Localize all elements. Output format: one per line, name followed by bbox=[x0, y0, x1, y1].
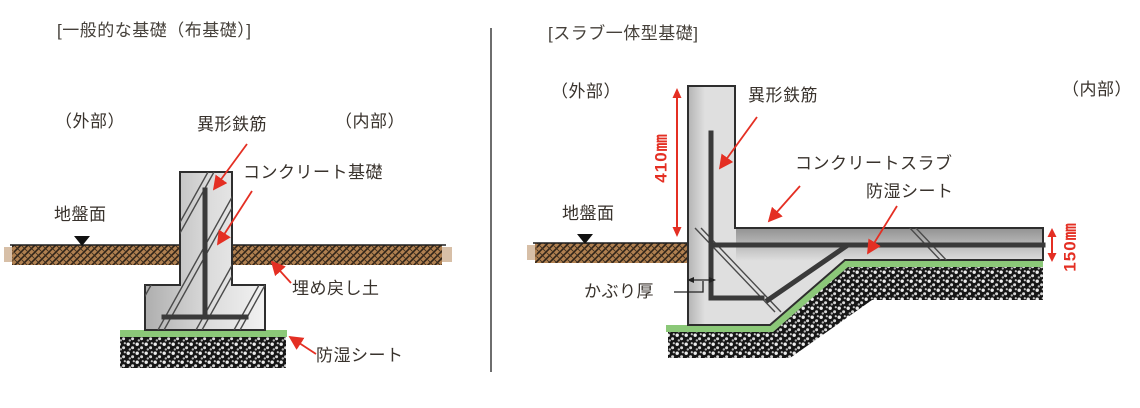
ground-level-marker bbox=[577, 234, 593, 244]
right-interior-label: （内部） bbox=[1062, 80, 1132, 99]
left-interior-label: （内部） bbox=[335, 112, 405, 131]
right-panel-title: [スラブ一体型基礎] bbox=[548, 24, 699, 43]
right-cover-label: かぶり厚 bbox=[584, 282, 654, 301]
ground-tail bbox=[527, 245, 537, 260]
left-ground-label: 地盤面 bbox=[54, 205, 107, 224]
concrete-slab-shape bbox=[687, 85, 1044, 326]
slab-thickness-dimension-text: 150㎜ bbox=[1060, 222, 1080, 272]
ground-hatch-right bbox=[535, 243, 688, 263]
sheet-arrow bbox=[867, 205, 898, 255]
concrete-arrow bbox=[217, 190, 253, 246]
left-sheet-label: 防湿シート bbox=[316, 346, 404, 365]
slab-arrow bbox=[767, 185, 801, 223]
right-exterior-label: （外部） bbox=[551, 82, 621, 101]
right-slab-label: コンクリートスラブ bbox=[795, 154, 953, 173]
right-slab-foundation-drawing bbox=[527, 85, 1057, 358]
gravel-bed-shape bbox=[120, 337, 286, 368]
right-sheet-label: 防湿シート bbox=[866, 182, 954, 201]
ground-tail-left bbox=[4, 247, 14, 262]
gravel-bed-shape bbox=[668, 267, 1043, 358]
left-concrete-label: コンクリート基礎 bbox=[243, 163, 383, 182]
cover-thickness-callout bbox=[674, 277, 716, 293]
dimension-slab-thickness bbox=[1047, 228, 1057, 262]
wall-height-dimension-text: 410㎜ bbox=[651, 133, 671, 183]
left-backfill-label: 埋め戻し土 bbox=[292, 279, 380, 298]
annotation-arrows-right bbox=[718, 116, 898, 255]
dimension-wall-height bbox=[672, 88, 682, 237]
left-exterior-label: （外部） bbox=[55, 112, 125, 131]
right-ground-label: 地盤面 bbox=[562, 204, 615, 223]
left-rebar-label: 異形鉄筋 bbox=[197, 115, 267, 134]
wall-shading bbox=[689, 87, 705, 324]
right-rebar-label: 異形鉄筋 bbox=[748, 86, 818, 105]
ground-level-marker bbox=[74, 236, 90, 246]
sheet-arrow bbox=[288, 336, 317, 355]
backfill-arrow bbox=[270, 260, 292, 284]
moisture-sheet-shape bbox=[120, 330, 287, 337]
annotation-arrows-left bbox=[212, 143, 317, 355]
left-panel-title: [一般的な基礎（布基礎）] bbox=[57, 21, 252, 40]
rebar-shape bbox=[161, 187, 249, 320]
rebar-arrow bbox=[718, 116, 758, 170]
ground-tail-right bbox=[442, 247, 452, 262]
rebar-arrow bbox=[212, 143, 248, 191]
left-strip-foundation-drawing bbox=[4, 143, 452, 368]
